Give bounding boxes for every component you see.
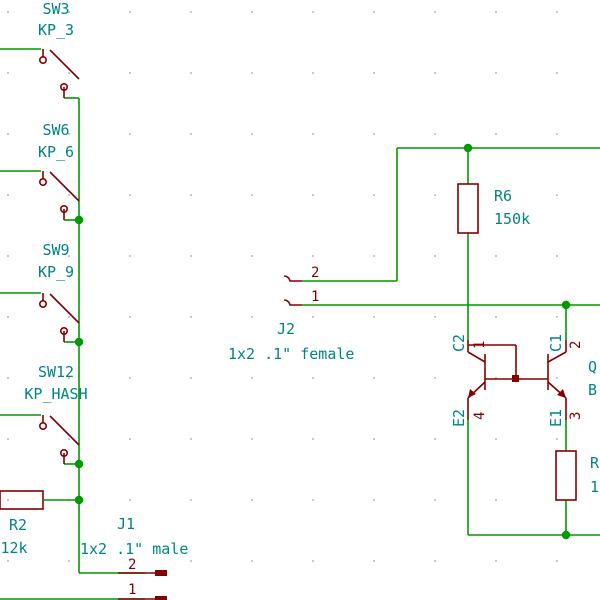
q-value-partial: B: [588, 381, 597, 399]
connector-j2: [283, 275, 302, 306]
r6-value: 150k: [494, 210, 530, 228]
q-e1-label: E1: [547, 409, 565, 427]
j2-ref: J2: [277, 320, 295, 338]
q-ref-partial: Q: [588, 358, 597, 376]
j1-pin-2: 2: [128, 557, 136, 573]
switch-sw9: [38, 293, 80, 342]
resistor-r2: [0, 490, 79, 510]
r6-ref: R6: [494, 187, 512, 205]
q-pin-3: 3: [568, 412, 584, 420]
background-grid: [7, 11, 558, 562]
switch-sw12: [38, 415, 80, 464]
q-e2-label: E2: [450, 409, 468, 427]
q-pin-2: 2: [568, 341, 584, 349]
r-right-ref-partial: R: [590, 454, 600, 472]
sw12-ref: SW12: [38, 363, 74, 381]
sw6-ref: SW6: [42, 121, 69, 139]
r2-ref: R2: [9, 516, 27, 534]
junction-dots: [74, 143, 571, 540]
switch-sw3: [38, 49, 80, 98]
j1-ref: J1: [117, 515, 135, 533]
q-pin-4: 4: [472, 412, 488, 420]
transistor-pair: [467, 340, 567, 420]
sw3-value: KP_3: [38, 21, 74, 39]
r-right-value-partial: 1: [590, 478, 599, 496]
switch-sw6: [38, 171, 80, 220]
j2-value: 1x2 .1" female: [228, 345, 354, 363]
r2-value: 12k: [0, 539, 27, 557]
j2-pin-1: 1: [311, 289, 319, 305]
resistor-right: [555, 450, 577, 501]
sw9-ref: SW9: [42, 241, 69, 259]
connector-j1: [0, 570, 167, 600]
q-c1-label: C1: [547, 334, 565, 352]
sw12-value: KP_HASH: [24, 385, 87, 403]
resistor-r6: [457, 183, 479, 234]
q-c2-label: C2: [450, 334, 468, 352]
q-pin-1: 1: [472, 341, 488, 349]
j1-value: 1x2 .1" male: [80, 540, 188, 558]
j2-pin-2: 2: [311, 265, 319, 281]
j2-r6-wires: [302, 147, 600, 536]
sw9-value: KP_9: [38, 263, 74, 281]
j1-pin-1: 1: [128, 582, 136, 598]
sw3-ref: SW3: [42, 0, 69, 18]
sw6-value: KP_6: [38, 143, 74, 161]
